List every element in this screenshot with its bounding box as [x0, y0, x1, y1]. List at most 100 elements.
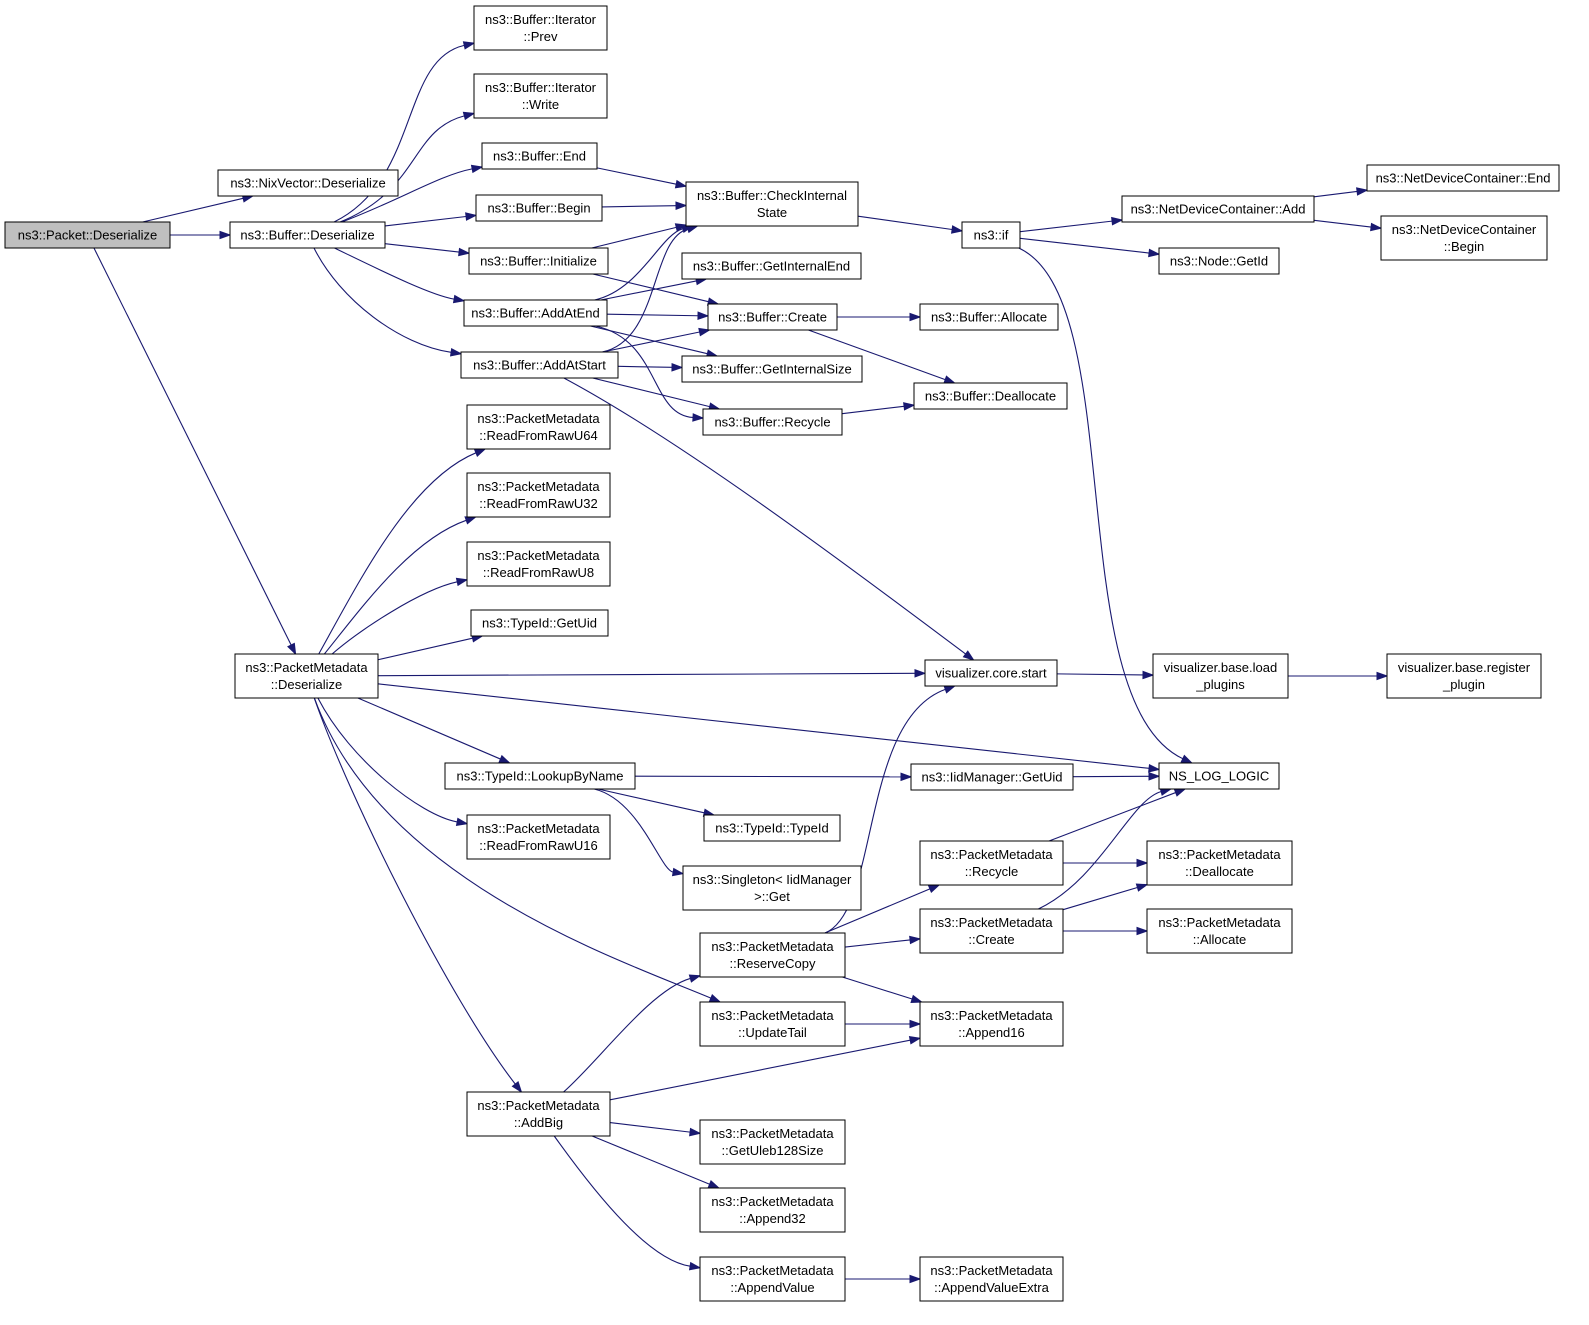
node-label: ns3::PacketMetadata	[477, 821, 600, 836]
node-buffer-deallocate[interactable]: ns3::Buffer::Deallocate	[913, 382, 1068, 410]
node-packet-deserialize[interactable]: ns3::Packet::Deserialize	[4, 221, 171, 249]
node-buffer-getinternalend[interactable]: ns3::Buffer::GetInternalEnd	[681, 252, 862, 280]
node-box	[466, 472, 611, 518]
node-label: ::ReadFromRawU32	[479, 496, 598, 511]
node-buffer-begin[interactable]: ns3::Buffer::Begin	[475, 194, 603, 222]
edge-line	[609, 1039, 911, 1101]
edge-line	[617, 365, 673, 368]
arrowhead-icon	[1180, 754, 1194, 764]
arrowhead-icon	[909, 1274, 922, 1284]
node-buffer-addatend[interactable]: ns3::Buffer::AddAtEnd	[463, 299, 608, 327]
node-pm-appendvalue[interactable]: ns3::PacketMetadata::AppendValue	[699, 1256, 846, 1302]
node-pm-create[interactable]: ns3::PacketMetadata::Create	[919, 908, 1064, 954]
node-pm-recycle[interactable]: ns3::PacketMetadata::Recycle	[919, 840, 1064, 886]
node-label: ns3::Node::GetId	[1170, 254, 1268, 269]
node-label: visualizer.core.start	[935, 666, 1047, 681]
edge-line	[333, 44, 465, 223]
node-pm-readfromrawu16[interactable]: ns3::PacketMetadata::ReadFromRawU16	[466, 814, 611, 860]
edge-line	[857, 215, 953, 231]
arrowhead-icon	[1376, 671, 1389, 681]
edge-line	[1019, 237, 1150, 254]
node-ns3-if[interactable]: ns3::if	[961, 221, 1021, 249]
node-pm-addbig[interactable]: ns3::PacketMetadata::AddBig	[466, 1091, 611, 1137]
edge-buffer_addatstart-to-buffer_create	[602, 327, 711, 353]
node-visualizer-core-start[interactable]: visualizer.core.start	[924, 659, 1058, 687]
node-pm-allocate[interactable]: ns3::PacketMetadata::Allocate	[1146, 908, 1293, 954]
node-label: ns3::Buffer::CheckInternal	[697, 188, 847, 203]
node-pm-updatetail[interactable]: ns3::PacketMetadata::UpdateTail	[699, 1001, 846, 1047]
node-pm-append16[interactable]: ns3::PacketMetadata::Append16	[919, 1001, 1064, 1047]
edge-pm_create-to-pm_deallocate	[1062, 883, 1149, 911]
node-buffer-addatstart[interactable]: ns3::Buffer::AddAtStart	[460, 351, 619, 379]
node-ns-log-logic[interactable]: NS_LOG_LOGIC	[1158, 762, 1280, 790]
node-box	[470, 609, 609, 637]
node-pm-deserialize[interactable]: ns3::PacketMetadata::Deserialize	[234, 653, 379, 699]
node-visualizer-base-load-plugins[interactable]: visualizer.base.load_plugins	[1152, 653, 1289, 699]
edge-pm_updatetail-to-pm_append16	[845, 1019, 922, 1029]
node-buffer-end[interactable]: ns3::Buffer::End	[481, 142, 598, 170]
node-buffer-initialize[interactable]: ns3::Buffer::Initialize	[468, 247, 609, 275]
node-label: ::ReadFromRawU64	[479, 428, 598, 443]
node-buffer-deserialize[interactable]: ns3::Buffer::Deserialize	[229, 221, 386, 249]
node-netdevicecontainer-begin[interactable]: ns3::NetDeviceContainer::Begin	[1380, 215, 1548, 261]
node-label: ns3::Buffer::Begin	[487, 201, 590, 216]
arrowhead-icon	[1136, 858, 1149, 868]
node-visualizer-base-register-plugin[interactable]: visualizer.base.register_plugin	[1386, 653, 1542, 699]
node-label: ::ReadFromRawU8	[483, 565, 594, 580]
node-node-getid[interactable]: ns3::Node::GetId	[1158, 247, 1280, 275]
node-pm-readfromrawu64[interactable]: ns3::PacketMetadata::ReadFromRawU64	[466, 404, 611, 450]
edge-pm_reservecopy-to-pm_create	[844, 935, 922, 948]
edge-pm_deserialize-to-pm_readfromrawu32	[323, 516, 478, 655]
node-buffer-create[interactable]: ns3::Buffer::Create	[707, 303, 838, 331]
node-typeid-typeid[interactable]: ns3::TypeId::TypeId	[703, 814, 841, 842]
node-pm-deallocate[interactable]: ns3::PacketMetadata::Deallocate	[1146, 840, 1293, 886]
node-typeid-getuid[interactable]: ns3::TypeId::GetUid	[470, 609, 609, 637]
node-typeid-lookupbyname[interactable]: ns3::TypeId::LookupByName	[444, 762, 636, 790]
node-nixvector-deserialize[interactable]: ns3::NixVector::Deserialize	[217, 169, 399, 197]
edge-buffer_deserialize-to-buffer_end	[341, 164, 484, 223]
edge-buffer_create-to-buffer_allocate	[837, 312, 922, 322]
node-box	[234, 653, 379, 699]
node-pm-appendvalueextra[interactable]: ns3::PacketMetadata::AppendValueExtra	[919, 1256, 1064, 1302]
edge-buffer_addatstart-to-buffer_checkinternalstate	[602, 224, 699, 353]
edge-pm_addbig-to-pm_reservecopy	[563, 974, 702, 1093]
node-label: ns3::PacketMetadata	[711, 1263, 834, 1278]
edge-line	[313, 697, 516, 1085]
node-box	[1146, 840, 1293, 886]
node-label: State	[757, 205, 787, 220]
edge-line	[331, 581, 458, 655]
node-netdevicecontainer-end[interactable]: ns3::NetDeviceContainer::End	[1366, 164, 1560, 192]
node-singleton-get[interactable]: ns3::Singleton< IidManager >::Get	[682, 865, 862, 911]
node-iterator-prev[interactable]: ns3::Buffer::Iterator::Prev	[473, 5, 608, 51]
node-box	[685, 181, 859, 227]
node-pm-readfromrawu32[interactable]: ns3::PacketMetadata::ReadFromRawU32	[466, 472, 611, 518]
node-box	[1380, 215, 1548, 261]
node-pm-reservecopy[interactable]: ns3::PacketMetadata::ReserveCopy	[699, 932, 846, 978]
node-label: ns3::PacketMetadata	[477, 1098, 600, 1113]
edge-pm_addbig-to-pm_getuleb128size	[609, 1122, 702, 1137]
edge-line	[323, 519, 467, 655]
node-box	[919, 908, 1064, 954]
node-iterator-write[interactable]: ns3::Buffer::Iterator::Write	[473, 73, 608, 119]
node-pm-append32[interactable]: ns3::PacketMetadata::Append32	[699, 1187, 846, 1233]
node-box	[1158, 762, 1280, 790]
node-buffer-allocate[interactable]: ns3::Buffer::Allocate	[919, 303, 1059, 331]
node-netdevicecontainer-add[interactable]: ns3::NetDeviceContainer::Add	[1121, 195, 1315, 223]
arrowhead-icon	[1142, 670, 1155, 680]
node-pm-readfromrawu8[interactable]: ns3::PacketMetadata::ReadFromRawU8	[466, 541, 611, 587]
node-label: ns3::Buffer::GetInternalSize	[692, 362, 851, 377]
arrowhead-icon	[1148, 763, 1161, 773]
node-pm-getuleb128size[interactable]: ns3::PacketMetadata::GetUleb128Size	[699, 1119, 846, 1165]
node-buffer-recycle[interactable]: ns3::Buffer::Recycle	[702, 408, 843, 436]
edge-line	[334, 247, 455, 300]
node-iidmanager-getuid[interactable]: ns3::IidManager::GetUid	[910, 763, 1074, 791]
edge-line	[1056, 673, 1144, 676]
arrowhead-icon	[909, 1019, 922, 1029]
node-label: ::ReadFromRawU16	[479, 838, 598, 853]
edge-line	[597, 788, 705, 814]
edge-buffer_addatstart-to-buffer_getinternalsize	[617, 362, 684, 372]
node-label: ns3::Buffer::Initialize	[480, 254, 597, 269]
node-buffer-getinternalsize[interactable]: ns3::Buffer::GetInternalSize	[681, 355, 863, 383]
arrowhead-icon	[697, 311, 710, 321]
